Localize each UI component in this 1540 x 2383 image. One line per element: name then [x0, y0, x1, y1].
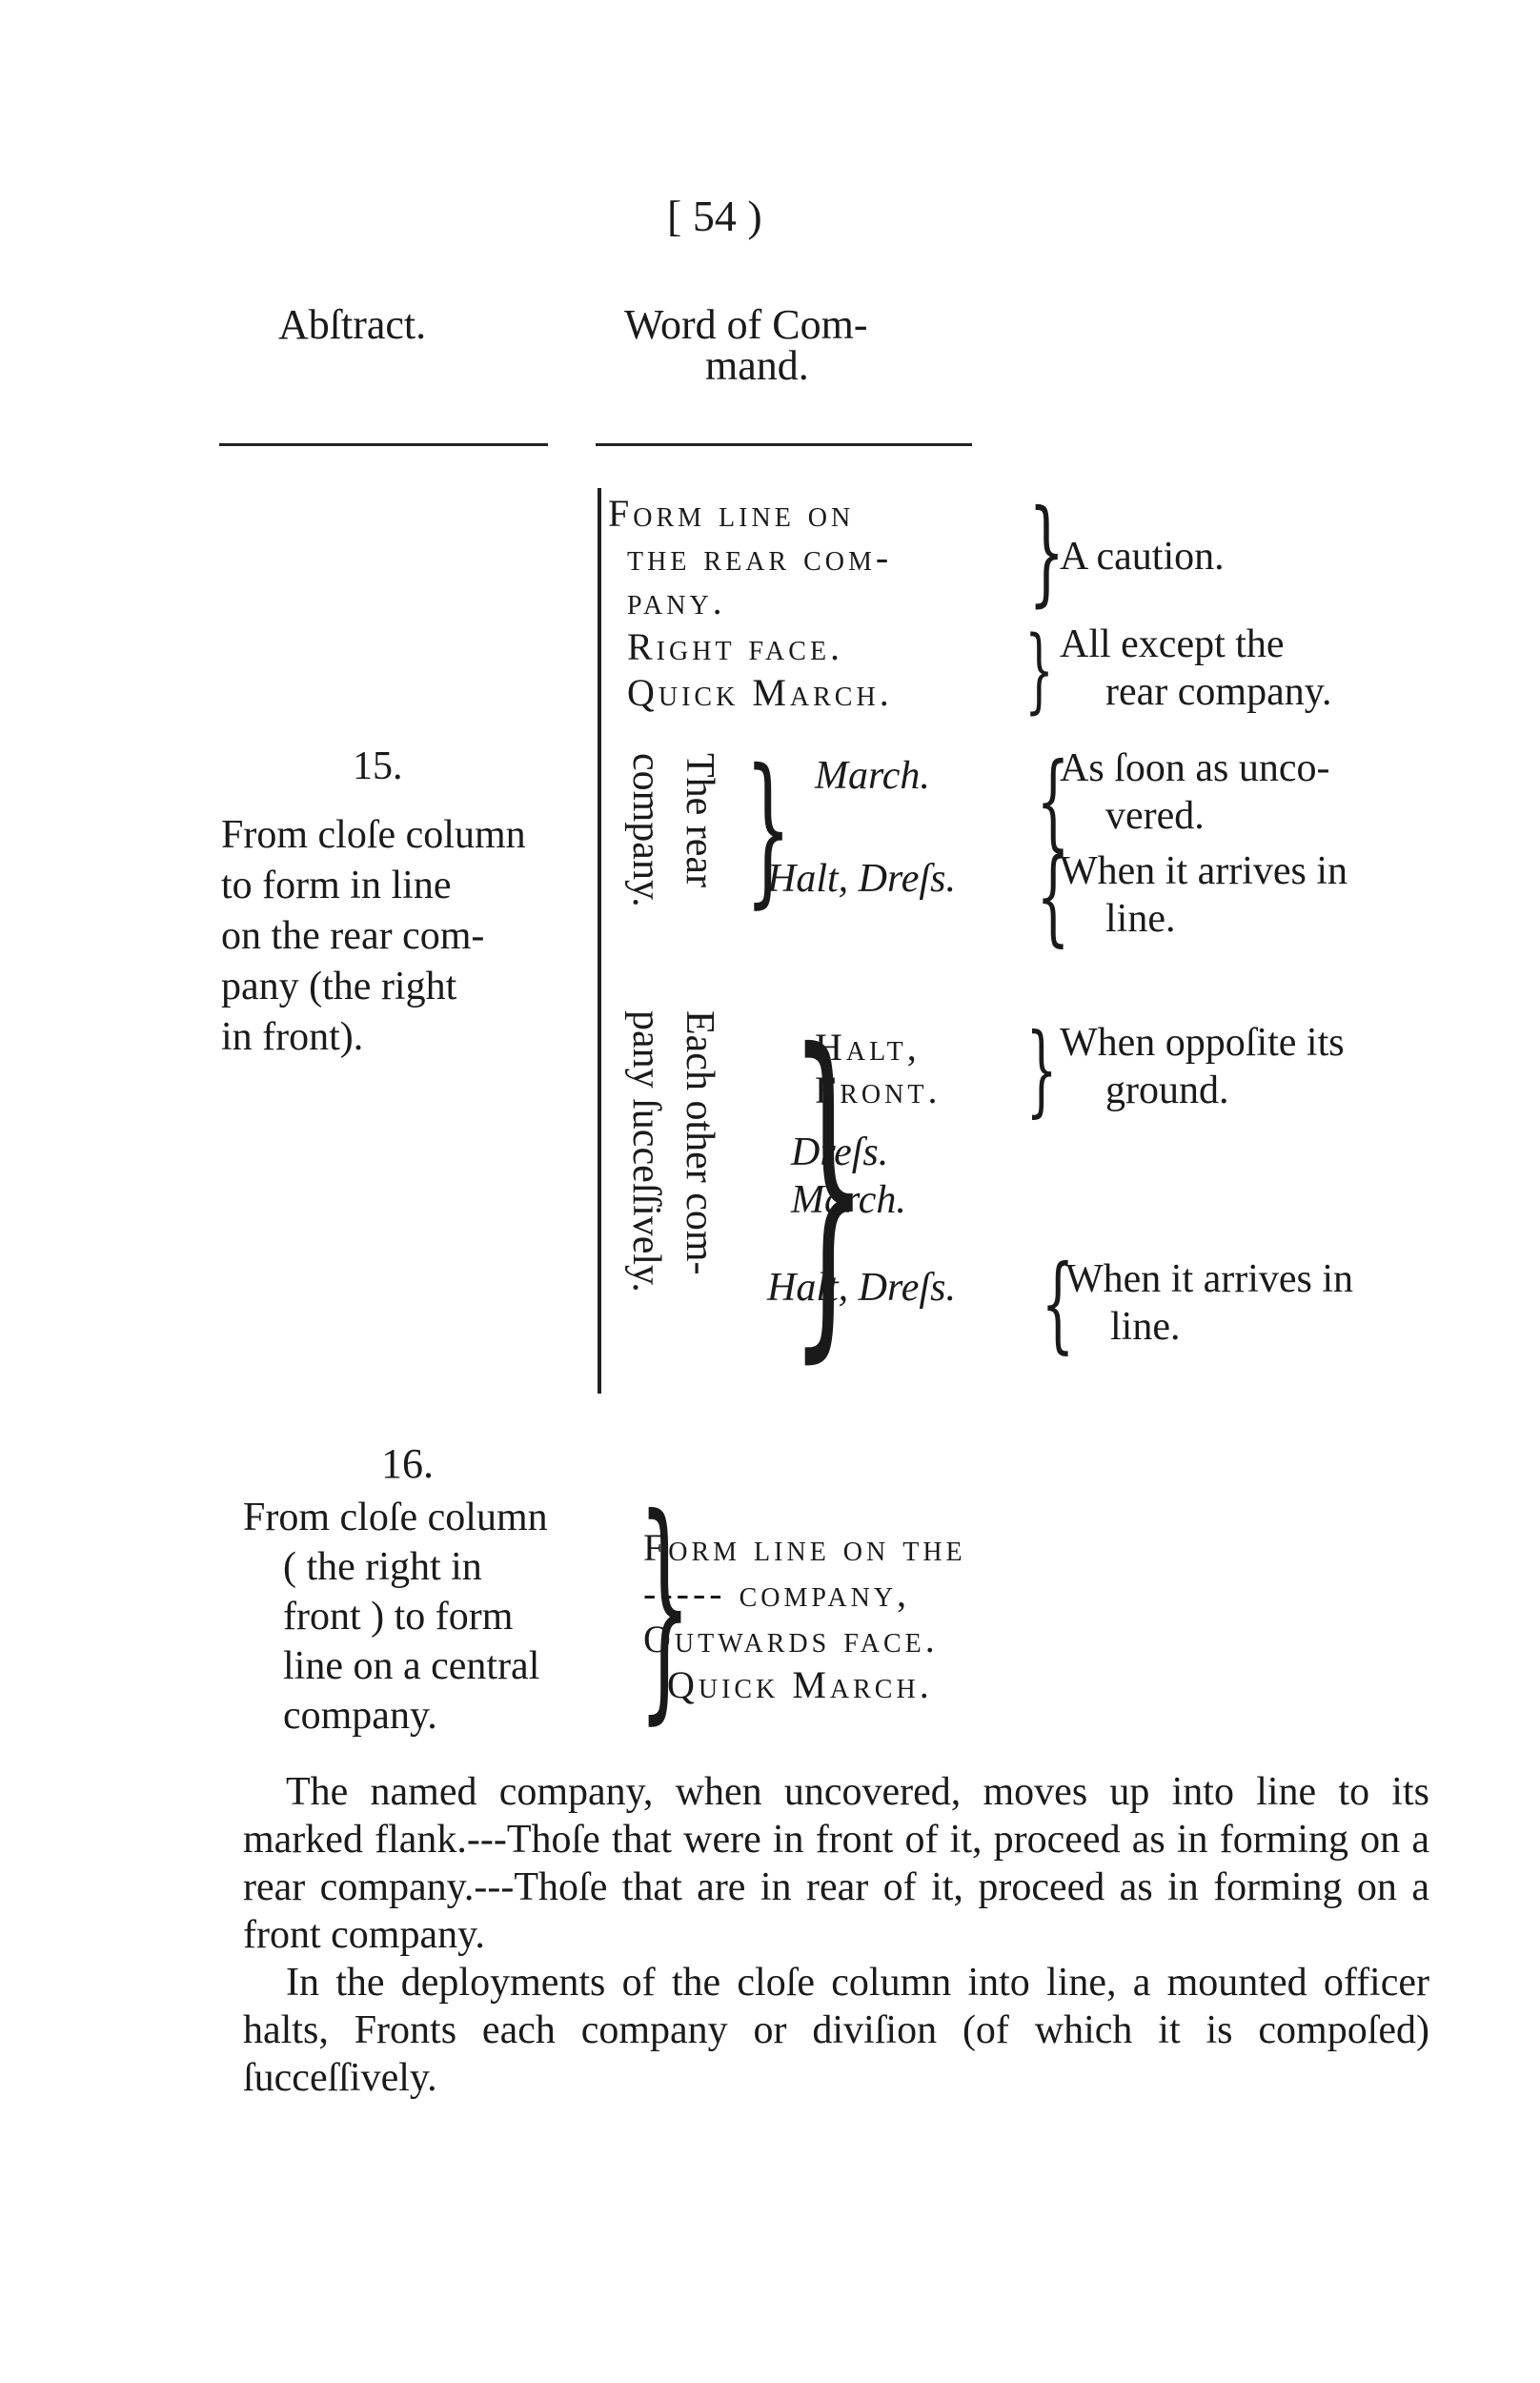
- right-brace-icon: }: [789, 982, 868, 1392]
- header-rule-command: [596, 443, 972, 446]
- command-halt: Halt,: [815, 1026, 921, 1069]
- command-march: March.: [791, 1178, 906, 1222]
- section-15-bracket-line: [598, 488, 601, 1394]
- note-all-except-cont: rear company.: [1105, 670, 1332, 714]
- note-arrives-in-line: When it arrives in: [1060, 849, 1348, 893]
- note-as-soon: As ſoon as unco-: [1060, 746, 1330, 790]
- page-number: [ 54 ): [667, 192, 762, 240]
- command-right-face: Right face.: [627, 625, 844, 668]
- command-quick-march: Quick March.: [667, 1663, 933, 1706]
- abstract-line: front ) to form: [283, 1595, 514, 1639]
- abstract-line: in front).: [221, 1015, 364, 1059]
- command-march: March.: [815, 754, 930, 798]
- right-brace-icon: }: [638, 1467, 692, 1744]
- abstract-line: company.: [283, 1694, 437, 1738]
- command-halt-dress: Halt, Dreſs.: [767, 857, 956, 901]
- header-rule-abstract: [219, 443, 548, 446]
- abstract-line: From cloſe column: [243, 1496, 548, 1539]
- vertical-label-line: The rear: [678, 753, 721, 888]
- note-all-except: All except the: [1060, 622, 1285, 666]
- command-outwards-face: Outwards face.: [643, 1618, 939, 1660]
- command-halt-dress: Halt, Dreſs.: [767, 1266, 956, 1310]
- abstract-line: pany (the right: [221, 965, 457, 1008]
- paragraph-named-company: The named company, when uncovered, moves…: [243, 1770, 1429, 1957]
- command-company: ----- company,: [643, 1572, 911, 1615]
- column-heading-abstract: Abſtract.: [278, 301, 427, 348]
- abstract-line: to form in line: [221, 864, 452, 907]
- abstract-line: on the rear com-: [221, 914, 485, 958]
- section-15-number: 15.: [353, 744, 403, 788]
- vertical-label-line: pany ſucceſſively.: [624, 1010, 668, 1293]
- paragraph-deployments: In the deployments of the cloſe column i…: [243, 1961, 1429, 2100]
- command-form-line: Form line on: [608, 492, 855, 535]
- note-arrives-in-line-cont: line.: [1110, 1305, 1181, 1349]
- command-form-line-cont: pany.: [627, 580, 726, 622]
- left-brace-icon: {: [1041, 1242, 1075, 1364]
- abstract-line: ( the right in: [283, 1545, 482, 1589]
- right-brace-icon: }: [1028, 486, 1065, 619]
- right-brace-icon: }: [1024, 617, 1054, 723]
- command-quick-march: Quick March.: [627, 671, 893, 714]
- vertical-label-line: company.: [624, 753, 668, 907]
- vertical-label-line: Each other com-: [678, 1010, 721, 1275]
- note-as-soon-cont: vered.: [1105, 794, 1205, 838]
- note-caution: A caution.: [1060, 535, 1225, 579]
- right-brace-icon: }: [1025, 1011, 1058, 1128]
- command-dress: Dreſs.: [791, 1130, 889, 1174]
- left-brace-icon: {: [1036, 835, 1070, 957]
- command-form-line-central: Form line on the: [643, 1526, 966, 1569]
- abstract-line: line on a central: [283, 1644, 540, 1688]
- abstract-line: From cloſe column: [221, 813, 526, 857]
- column-heading-word-of-command-cont: mand.: [705, 342, 809, 389]
- vertical-label-each-other-company: Each other com-pany ſucceſſively.: [619, 1010, 726, 1293]
- note-opposite-ground: When oppoſite its: [1060, 1021, 1345, 1065]
- section-16-number: 16.: [381, 1440, 434, 1487]
- command-front: Front.: [815, 1069, 942, 1111]
- note-arrives-in-line: When it arrives in: [1065, 1257, 1354, 1301]
- right-brace-icon: }: [744, 735, 792, 924]
- column-heading-word-of-command: Word of Com-: [624, 301, 868, 348]
- note-arrives-in-line-cont: line.: [1105, 897, 1176, 941]
- left-brace-icon: {: [1036, 740, 1070, 862]
- note-opposite-ground-cont: ground.: [1105, 1069, 1229, 1112]
- command-form-line-cont: the rear com-: [627, 536, 893, 579]
